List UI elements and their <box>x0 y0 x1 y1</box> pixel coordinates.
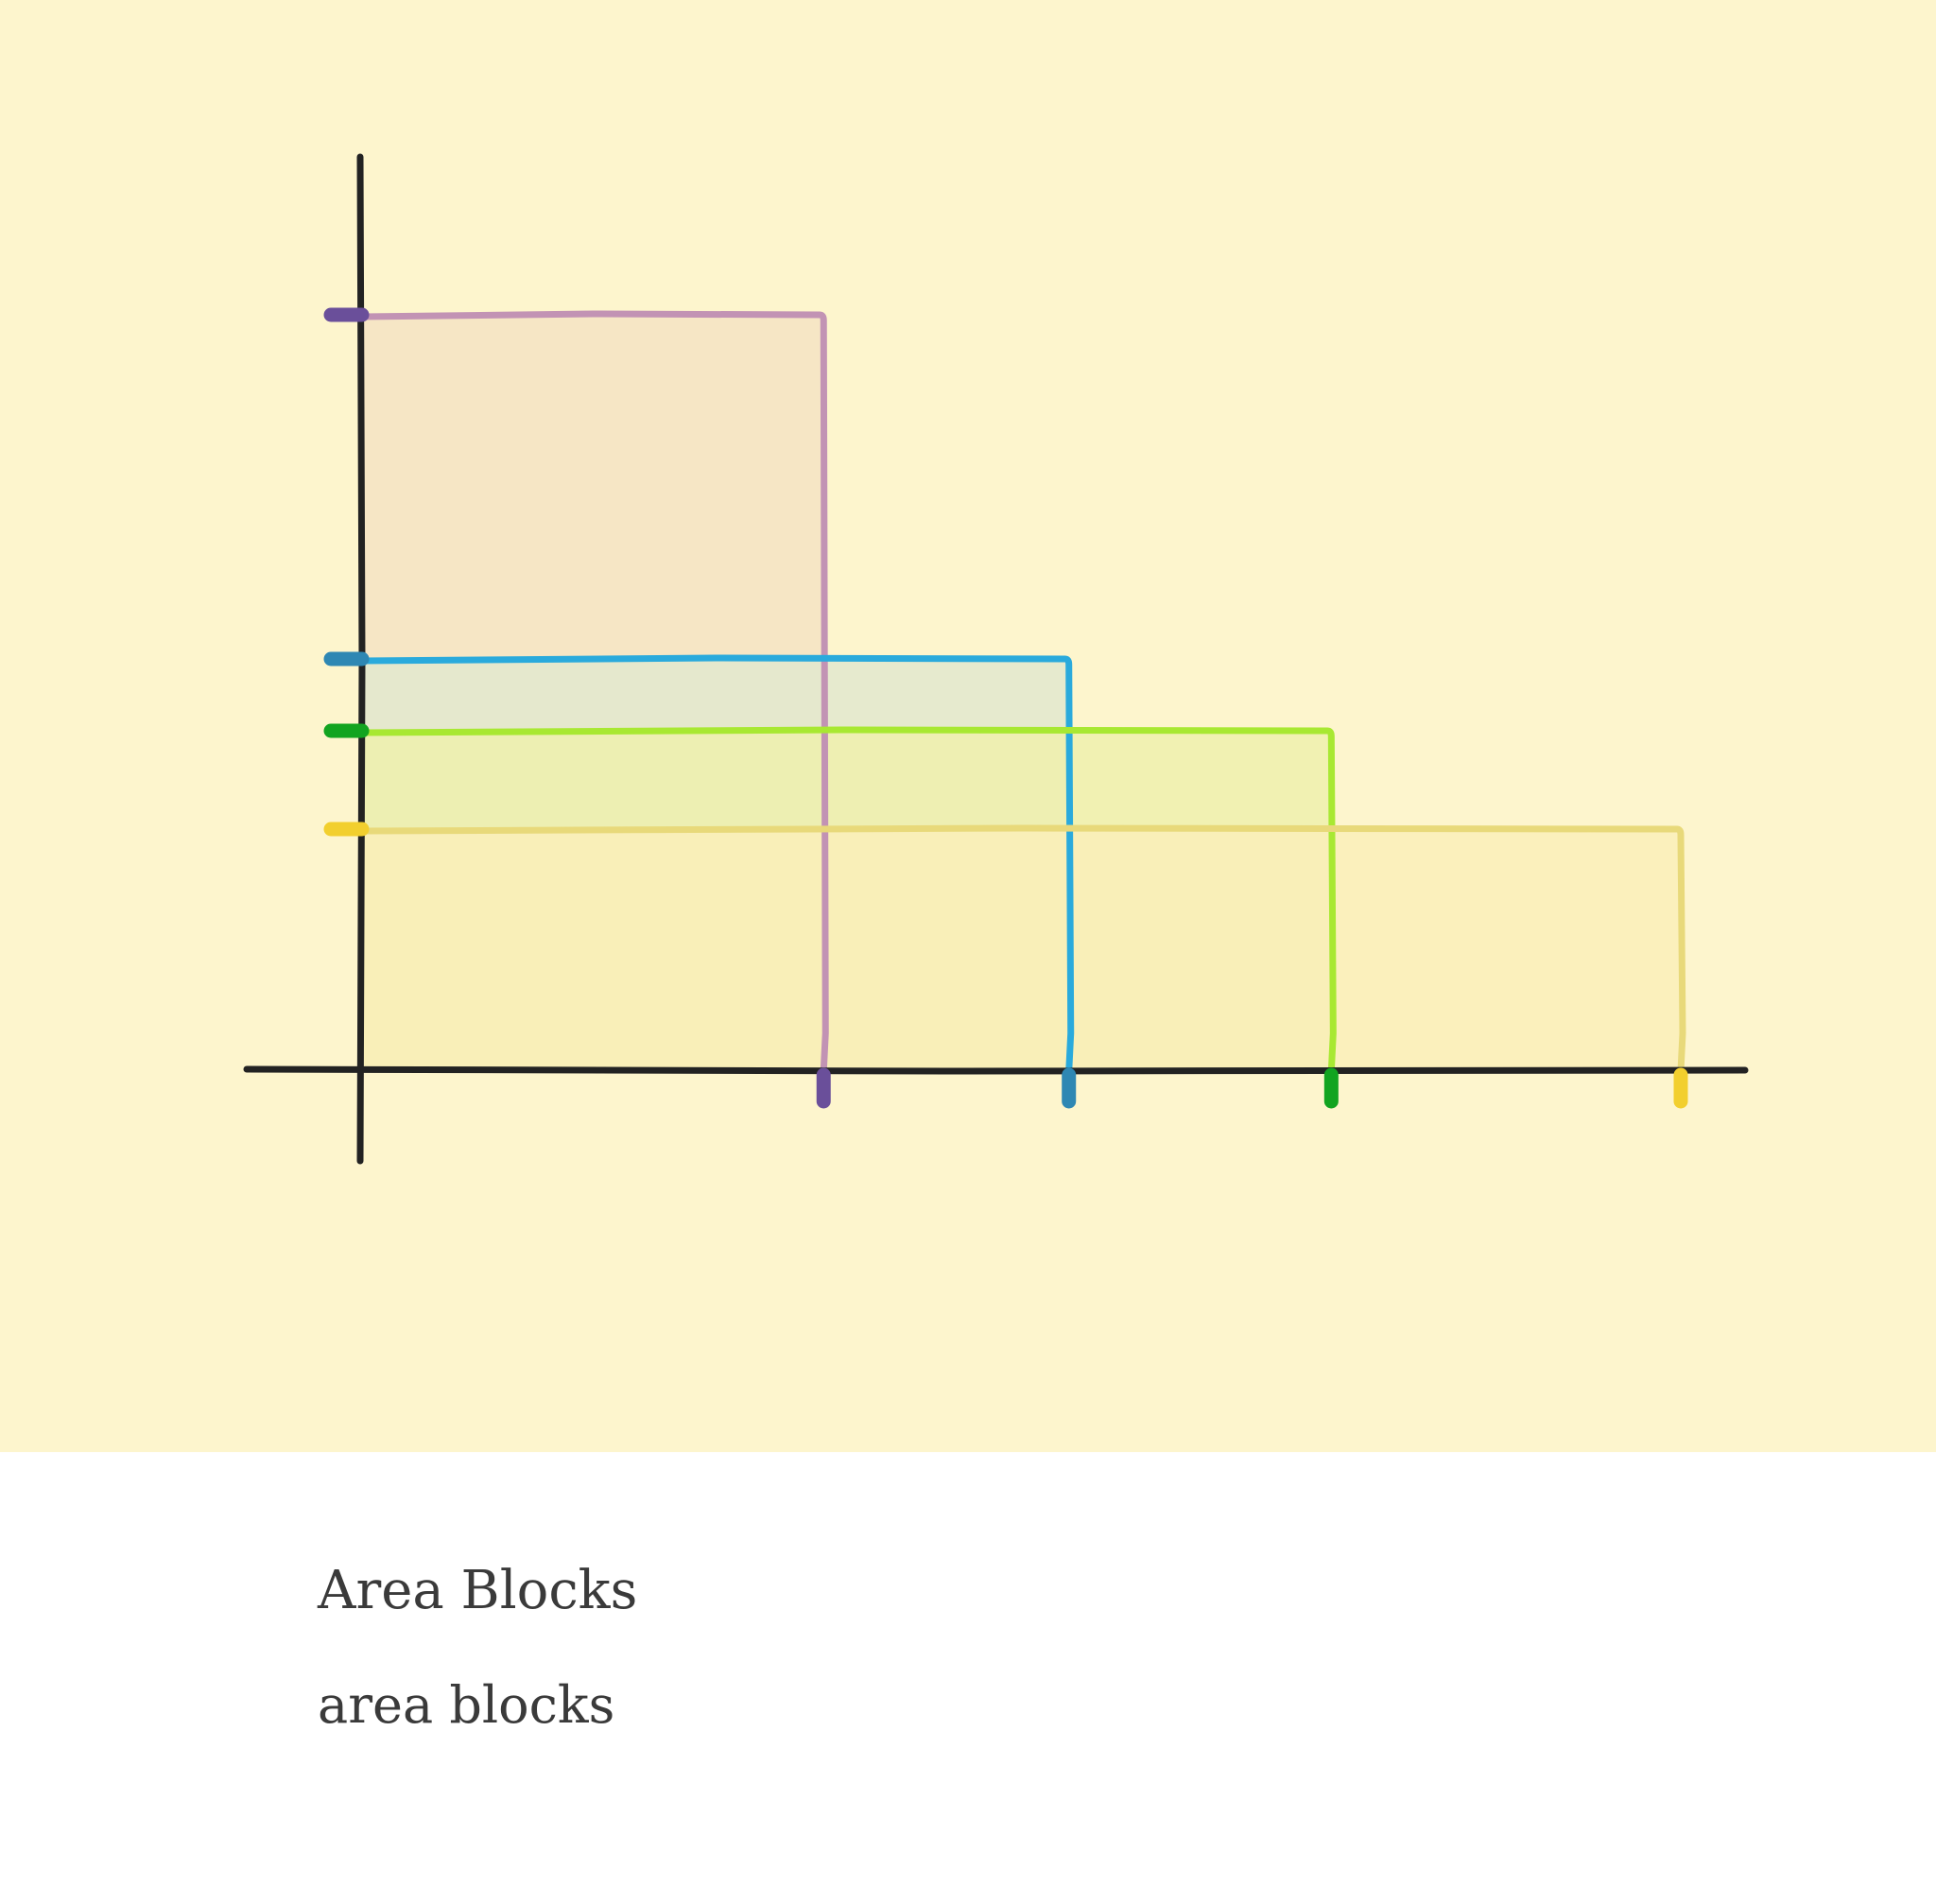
area-blocks-chart <box>243 153 1749 1165</box>
caption: Area Blocks area blocks <box>318 1565 637 1731</box>
area-block-outline-4 <box>358 824 1686 1075</box>
area-block-outline-3 <box>358 726 1337 1075</box>
caption-subtitle: area blocks <box>318 1675 615 1735</box>
area-block-outline-1 <box>358 310 829 1075</box>
x-axis <box>243 1065 1749 1075</box>
area-block-outline-2 <box>358 654 1075 1075</box>
area-block-fill-4 <box>362 829 1681 1071</box>
caption-title: Area Blocks <box>318 1560 638 1621</box>
chart-canvas <box>0 0 1936 1452</box>
